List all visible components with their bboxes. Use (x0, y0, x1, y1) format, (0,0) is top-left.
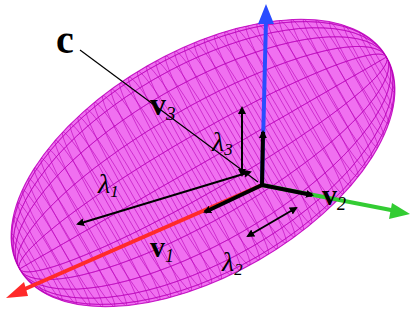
lambda-label: λ3 (212, 128, 233, 159)
wire-line (19, 54, 387, 269)
lambda2-dimension (248, 208, 296, 236)
wire-line (17, 47, 386, 270)
lambda-label: λ1 (98, 170, 119, 201)
wire-line (19, 57, 392, 298)
wire-line (11, 19, 387, 269)
vector-label: v3 (150, 88, 176, 123)
leader-line (80, 50, 258, 182)
wire-line (13, 28, 386, 269)
wire-line (19, 57, 390, 289)
wire-line (19, 54, 387, 269)
eigenvector-v1 (205, 185, 262, 212)
eigenvector-v3 (262, 132, 263, 185)
wire-line (19, 57, 387, 272)
wire-line (15, 37, 386, 269)
wire-line (15, 37, 386, 269)
red-axis-head (6, 282, 28, 298)
wire-line (19, 57, 388, 280)
wire-line (19, 57, 388, 280)
blue-axis-head (258, 4, 274, 24)
wire-line (19, 57, 386, 269)
wire-line (13, 28, 386, 269)
vector-label: v1 (150, 232, 174, 265)
wire-line (19, 57, 387, 272)
wire-line (17, 47, 386, 270)
wire-line (19, 57, 386, 269)
lambda-label: λ2 (222, 248, 243, 279)
eigenvector-v2 (262, 185, 312, 195)
vector-label: v2 (322, 180, 346, 213)
center-label: c (56, 20, 74, 60)
red-axis (18, 185, 262, 292)
lambda3-dimension (241, 108, 243, 175)
wireframe (11, 19, 395, 306)
wire-line (19, 57, 392, 298)
green-axis-head (389, 203, 410, 219)
blue-axis (262, 20, 266, 185)
wire-line (19, 57, 390, 289)
wire-line (19, 57, 395, 307)
